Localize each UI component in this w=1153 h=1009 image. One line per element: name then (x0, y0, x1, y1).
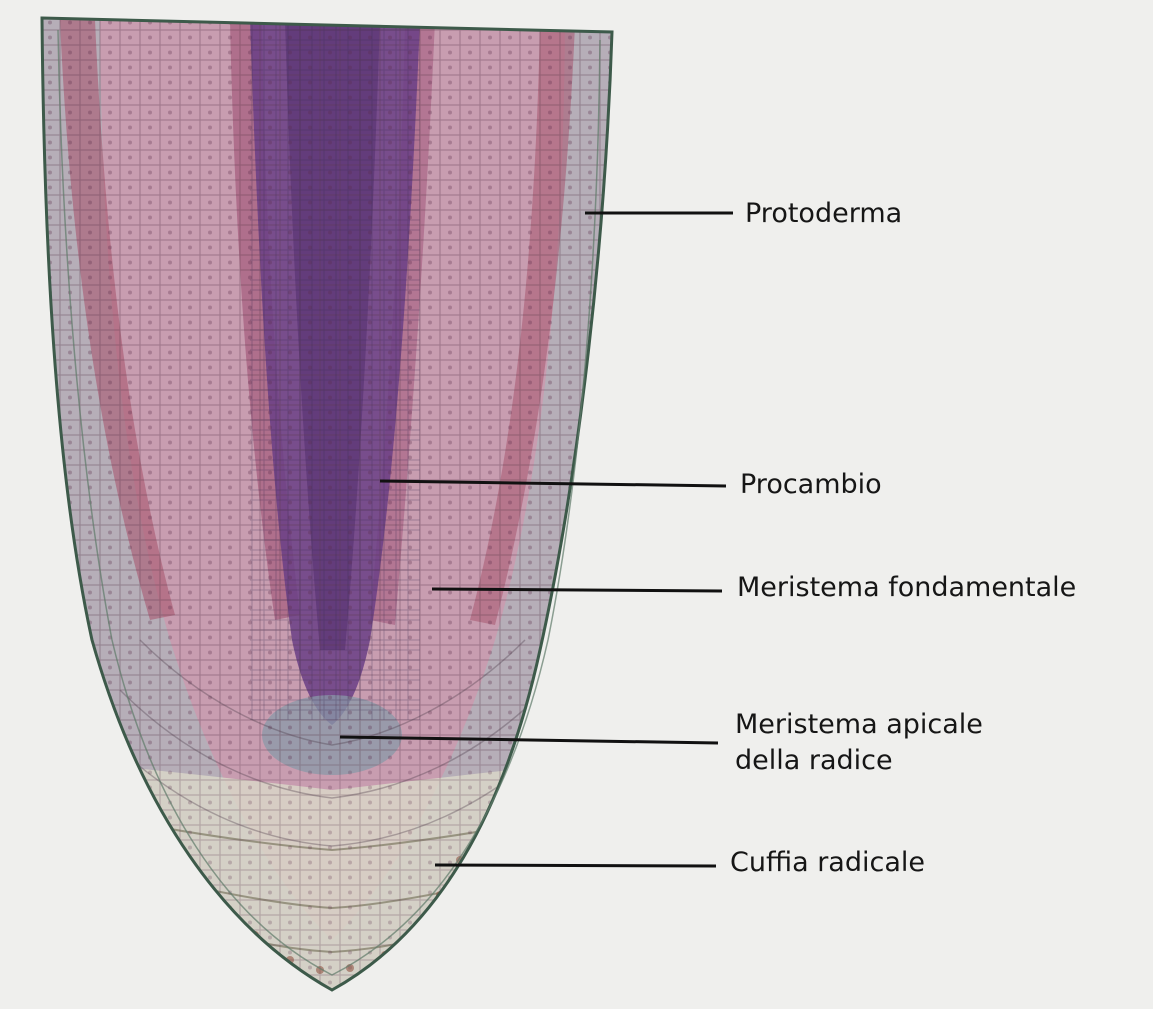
label-meristema-apicale-line2: della radice (735, 743, 983, 779)
leader-line-cuffia-radicale (435, 865, 716, 866)
label-meristema-fondamentale: Meristema fondamentale (737, 570, 1076, 606)
label-procambio: Procambio (740, 467, 882, 503)
label-meristema-apicale: Meristema apicale della radice (735, 707, 983, 779)
label-protoderma: Protoderma (745, 196, 902, 232)
label-cuffia-radicale: Cuffia radicale (730, 845, 925, 881)
leader-line-meristema-fondamentale (432, 589, 722, 591)
label-meristema-apicale-line1: Meristema apicale (735, 707, 983, 743)
root-tissue (30, 0, 640, 1000)
